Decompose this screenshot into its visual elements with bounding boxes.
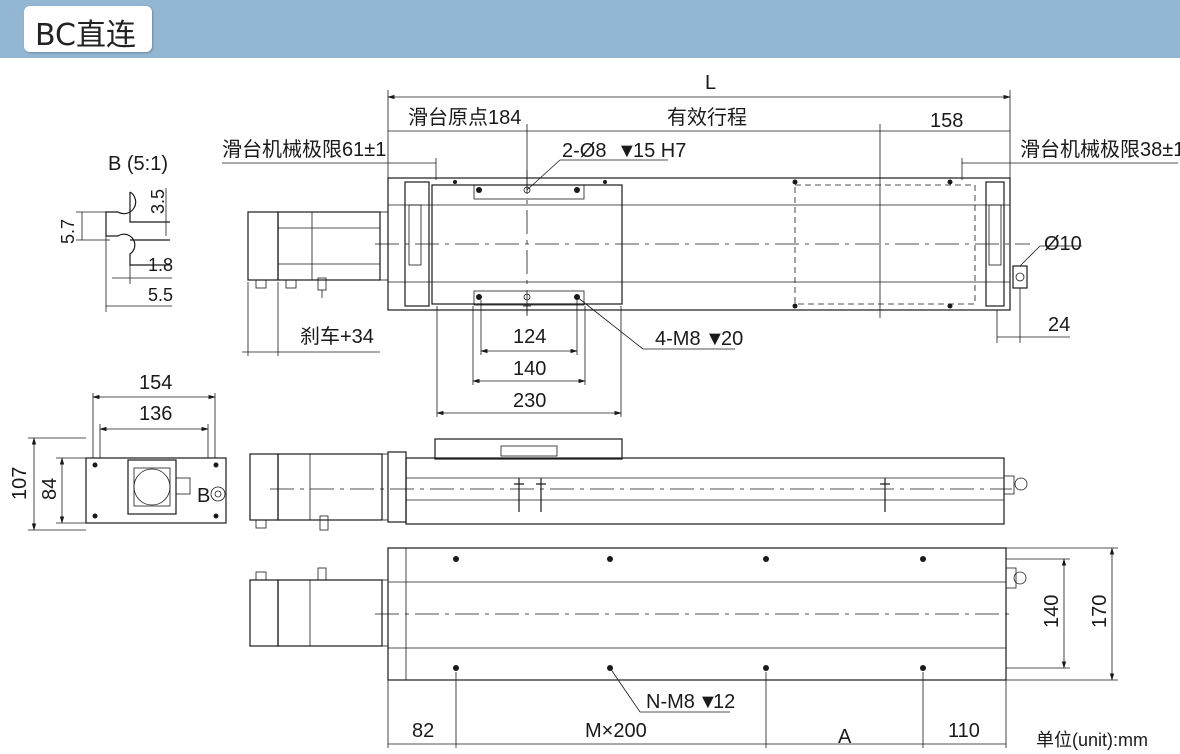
dim-230: 230 [513, 390, 546, 412]
dim-mech-limit-right: 滑台机械极限38±1 [1020, 138, 1180, 161]
dim-pitch: M×200 [585, 720, 647, 742]
dim-5-5: 5.5 [148, 285, 173, 305]
dim-3-5: 3.5 [148, 189, 168, 214]
dim-84: 84 [39, 478, 61, 500]
dim-mech-limit-left: 滑台机械极限61±1 [222, 138, 386, 161]
detail-b: B (5:1) 5.7 3.5 1.8 5.5 [58, 153, 173, 312]
dim-1-8: 1.8 [148, 255, 173, 275]
label-tap-hole: 4-M8 [655, 328, 701, 350]
dim-154: 154 [139, 372, 172, 394]
dim-stroke: 有效行程 [667, 106, 747, 129]
end-view: 154 136 B 107 84 [9, 372, 227, 531]
dim-a: A [838, 726, 852, 748]
dim-24: 24 [1048, 314, 1070, 336]
dim-diameter-10: Ø10 [1044, 233, 1082, 255]
label-n-holes: N-M8 [646, 691, 695, 713]
dim-l: L [705, 72, 716, 94]
top-view: L 滑台原点184 有效行程 158 滑台机械极限61±1 滑台机械极限38±1 [222, 72, 1180, 417]
side-view [249, 438, 1028, 531]
label-n-holes-depth: 12 [713, 691, 735, 713]
bottom-view: 140 170 N-M8 ▼ 12 82 M×200 A 110 [249, 547, 1118, 748]
depth-symbol: ▼ [617, 140, 637, 162]
depth-symbol-3: ▼ [698, 691, 718, 713]
title-tab [24, 6, 152, 52]
dim-5-7: 5.7 [58, 219, 78, 244]
label-tap-hole-depth: 20 [721, 328, 743, 350]
dim-brake: 刹车+34 [300, 325, 374, 348]
dim-110: 110 [948, 720, 980, 742]
label-pin-hole: 2-Ø8 [562, 140, 606, 162]
dim-home: 滑台原点184 [408, 106, 521, 129]
header-bar [0, 0, 1180, 58]
detail-b-title: B (5:1) [108, 153, 168, 175]
unit-label: 单位(unit):mm [1036, 730, 1148, 750]
dim-158: 158 [930, 110, 963, 132]
page-title: BC直连 [35, 18, 137, 53]
dim-82: 82 [412, 720, 434, 742]
dim-107: 107 [9, 467, 31, 500]
label-pin-hole-depth: 15 H7 [633, 140, 686, 162]
mark-b: B [197, 485, 210, 507]
dim-140: 140 [513, 358, 546, 380]
dim-136: 136 [139, 403, 172, 425]
dim-124: 124 [513, 326, 546, 348]
depth-symbol-2: ▼ [705, 328, 725, 350]
dim-170: 170 [1089, 595, 1111, 628]
dim-bottom-140: 140 [1041, 595, 1063, 628]
